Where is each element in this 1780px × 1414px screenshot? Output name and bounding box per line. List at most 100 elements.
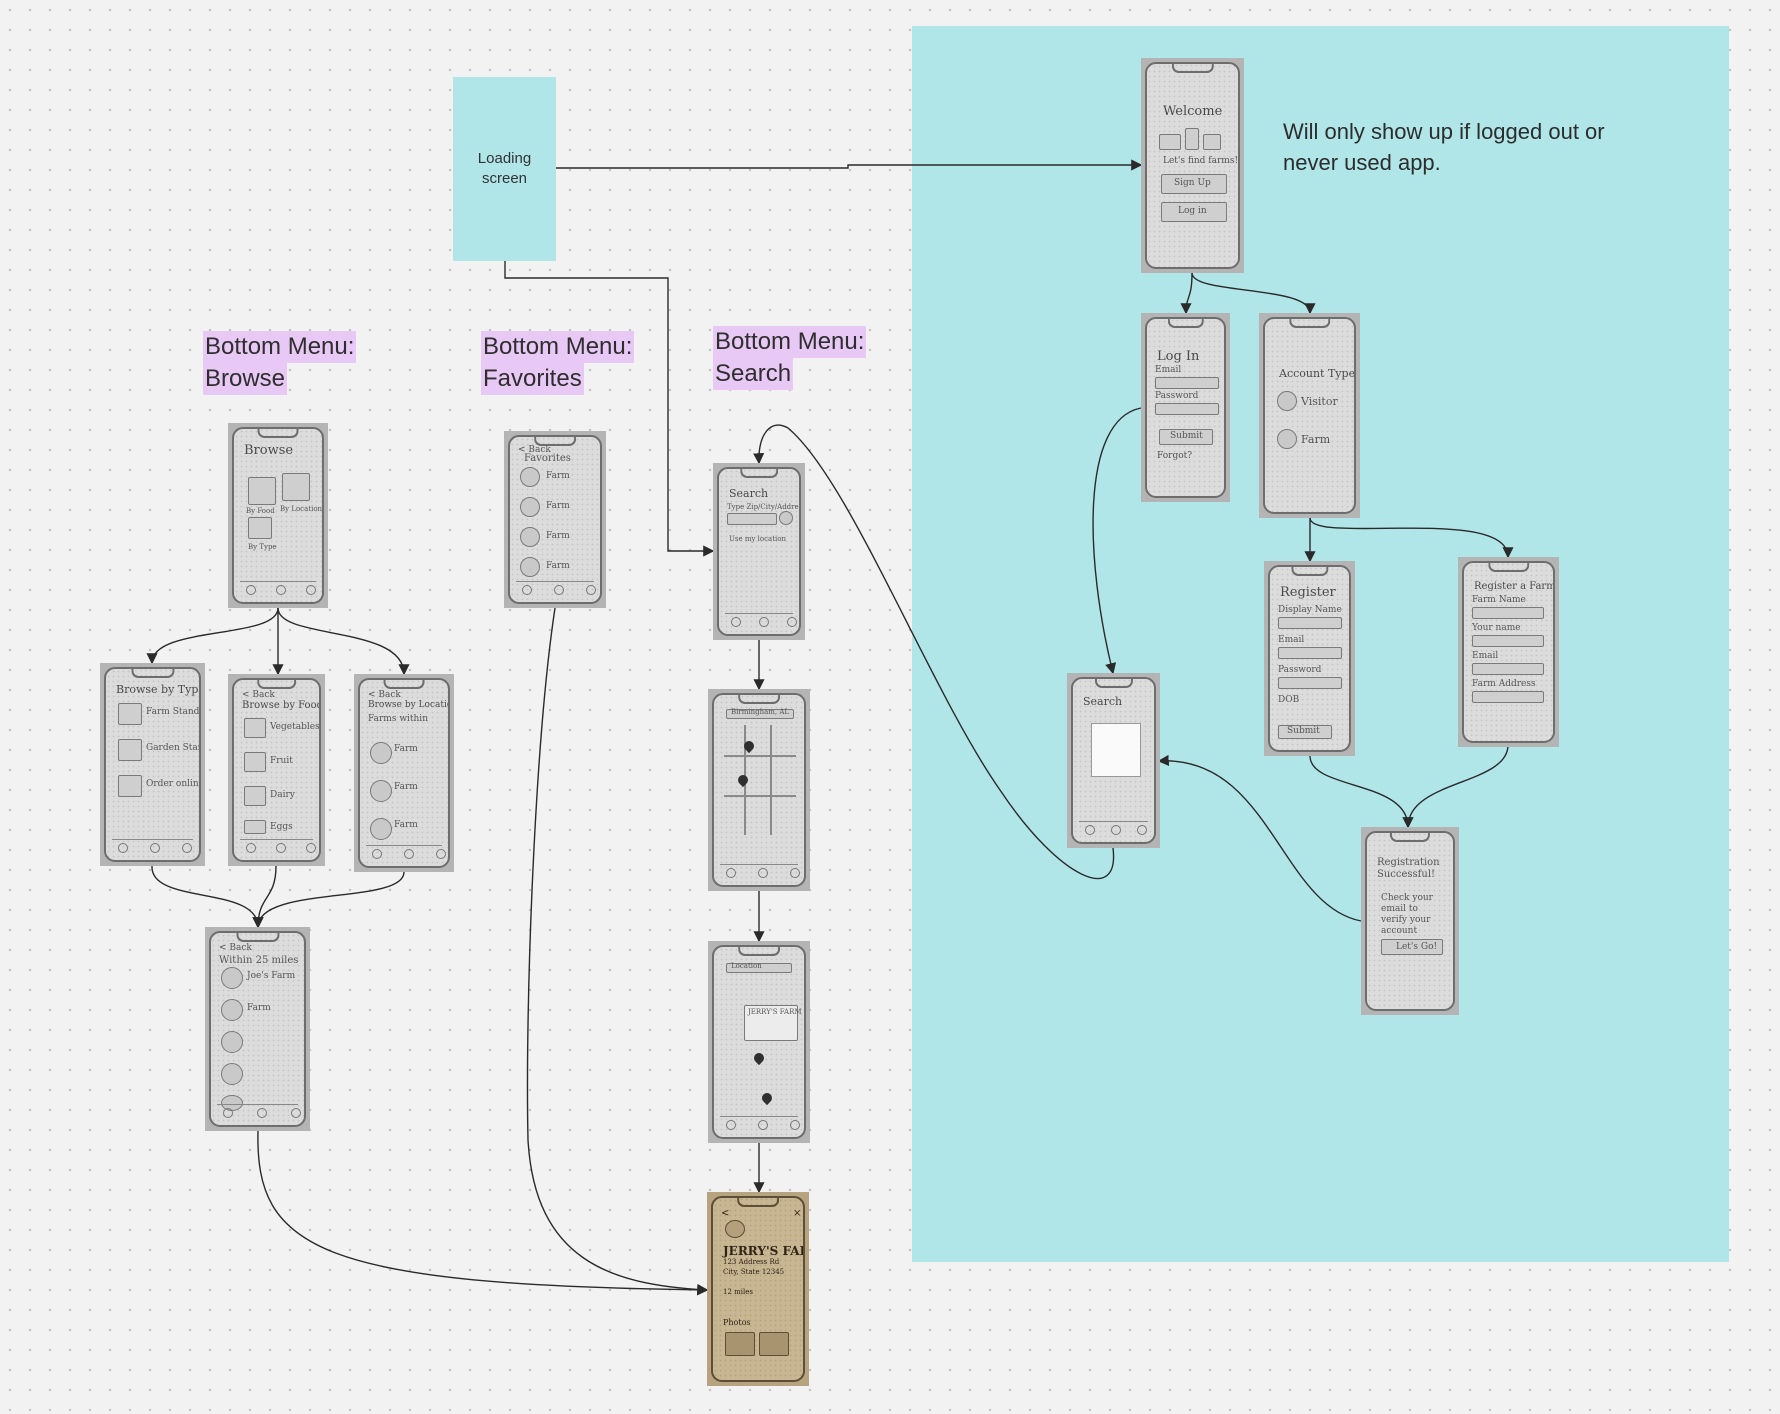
map-pin-icon[interactable]: [751, 1050, 767, 1066]
success-body: Check your email to verify your account: [1381, 893, 1433, 936]
farm-name-input[interactable]: [1472, 607, 1544, 619]
browse-by-location-tile[interactable]: [282, 473, 310, 501]
registration-success-screen[interactable]: Registration Successful! Check your emai…: [1361, 827, 1459, 1015]
map-pin-icon[interactable]: [759, 1090, 775, 1106]
search-label-line1: Bottom Menu:: [713, 326, 867, 358]
register-field1-input[interactable]: [1278, 617, 1342, 629]
farm-option[interactable]: Farm: [1301, 433, 1331, 446]
login-submit-label: Submit: [1170, 431, 1203, 441]
browse-food-back[interactable]: < Back: [242, 690, 275, 700]
browse-location-title: Browse by Location: [368, 700, 450, 710]
login-forgot-link[interactable]: Forgot?: [1157, 451, 1193, 461]
register-screen[interactable]: Register Display Name Email Password DOB…: [1264, 561, 1355, 756]
connector-success-searchpopup: [1157, 754, 1362, 922]
connector-favorites-detail: [526, 607, 709, 1296]
use-location-link[interactable]: Use my location: [729, 535, 786, 543]
browse-food-item1[interactable]: Vegetables: [270, 722, 320, 732]
browse-type-item2[interactable]: Garden Stand: [146, 743, 199, 753]
photos-heading: Photos: [723, 1318, 751, 1327]
farm-photo[interactable]: [725, 1332, 755, 1356]
farm-address: 123 Address Rd: [723, 1258, 780, 1266]
farm-photo[interactable]: [759, 1332, 789, 1356]
results-item2[interactable]: Farm: [247, 1003, 271, 1013]
browse-food-item4[interactable]: Eggs: [270, 822, 293, 832]
welcome-dialog[interactable]: [1091, 723, 1141, 777]
browse-item2: By Location: [280, 505, 323, 513]
farm-address-input[interactable]: [1472, 691, 1544, 703]
sign-up-button[interactable]: Sign Up: [1161, 174, 1227, 194]
register-title: Register: [1280, 585, 1336, 600]
favorites-item1[interactable]: Farm: [546, 471, 570, 481]
search-popup-screen[interactable]: Search: [1067, 673, 1160, 848]
farm-detail-screen[interactable]: < × JERRY'S FARM 123 Address Rd City, St…: [707, 1192, 809, 1386]
browse-location-back[interactable]: < Back: [368, 690, 401, 700]
favorites-item2[interactable]: Farm: [546, 501, 570, 511]
login-password-field[interactable]: [1155, 403, 1219, 415]
search-input[interactable]: [727, 513, 777, 525]
close-icon[interactable]: ×: [793, 1208, 802, 1219]
browse-by-type-tile[interactable]: [248, 517, 272, 539]
search-navbar: [725, 613, 797, 628]
location-item3[interactable]: Farm: [394, 820, 418, 830]
loading-screen-block[interactable]: Loading screen: [453, 77, 556, 261]
map-detail-search-bar[interactable]: Location: [726, 962, 792, 973]
your-name-input[interactable]: [1472, 635, 1544, 647]
map-screen[interactable]: Birmingham, AL: [708, 689, 810, 891]
favorites-item3[interactable]: Farm: [546, 531, 570, 541]
connector-welcome-login: [1180, 272, 1193, 315]
browse-location-navbar: [366, 845, 446, 860]
browse-food-item2[interactable]: Fruit: [270, 756, 293, 766]
favorites-screen[interactable]: < Back Favorites Farm Farm Farm Farm: [504, 431, 606, 608]
browse-location-screen[interactable]: < Back Browse by Location Farms within F…: [354, 674, 454, 872]
back-chevron-icon[interactable]: <: [721, 1208, 730, 1219]
lets-go-button[interactable]: Let's Go!: [1381, 939, 1443, 955]
farm-distance: 12 miles: [723, 1288, 753, 1296]
browse-title: Browse: [244, 443, 294, 458]
visitor-option[interactable]: Visitor: [1301, 395, 1338, 408]
connector-type-results: [151, 865, 264, 929]
farm-email-input[interactable]: [1472, 663, 1544, 675]
favorites-item4[interactable]: Farm: [546, 561, 570, 571]
favorites-back[interactable]: < Back: [518, 445, 551, 455]
connector-searchpopup-search: [753, 424, 1115, 880]
register-field3-label: Password: [1278, 665, 1322, 675]
login-email-field[interactable]: [1155, 377, 1219, 389]
connector-results-detail: [257, 1130, 709, 1296]
connector-loading-search: [504, 261, 715, 557]
register-field2-input[interactable]: [1278, 647, 1342, 659]
results-item1[interactable]: Joe's Farm: [247, 971, 296, 981]
connector-login-searchpopup: [1092, 407, 1142, 675]
map-pin-icon[interactable]: [735, 772, 751, 788]
login-screen[interactable]: Log In Email Password Submit Forgot?: [1141, 313, 1230, 502]
browse-food-item3[interactable]: Dairy: [270, 790, 295, 800]
map-search-bar[interactable]: Birmingham, AL: [726, 708, 794, 719]
search-icon[interactable]: [779, 511, 793, 525]
location-item2[interactable]: Farm: [394, 782, 418, 792]
browse-type-screen[interactable]: Browse by Type Farm Stand Garden Stand O…: [100, 663, 205, 866]
register-farm-field3: Email: [1472, 651, 1499, 661]
register-field2-label: Email: [1278, 635, 1305, 645]
browse-food-screen[interactable]: < Back Browse by Food Vegetables Fruit D…: [228, 674, 325, 866]
login-email-label: Email: [1155, 365, 1182, 375]
register-field3-input[interactable]: [1278, 677, 1342, 689]
search-screen[interactable]: Search Type Zip/City/Address Use my loca…: [713, 463, 805, 640]
results-screen[interactable]: < Back Within 25 miles Joe's Farm Farm: [205, 927, 310, 1131]
account-type-screen[interactable]: Account Type Visitor Farm: [1259, 313, 1360, 518]
browse-type-item3[interactable]: Order online: [146, 779, 201, 789]
browse-screen[interactable]: Browse By Food By Location By Type: [228, 423, 328, 608]
login-submit-button[interactable]: Submit: [1159, 429, 1213, 445]
browse-by-food-tile[interactable]: [248, 477, 276, 505]
browse-label-line1: Bottom Menu:: [203, 331, 357, 363]
welcome-screen[interactable]: Welcome Let's find farms! Sign Up Log in: [1141, 58, 1244, 273]
search-popup-navbar: [1079, 821, 1148, 836]
map-detail-screen[interactable]: Location JERRY'S FARM: [708, 941, 810, 1143]
log-in-button[interactable]: Log in: [1161, 202, 1227, 222]
results-back[interactable]: < Back: [219, 943, 252, 953]
location-item1[interactable]: Farm: [394, 744, 418, 754]
farm-callout[interactable]: JERRY'S FARM: [744, 1005, 802, 1041]
login-title: Log In: [1157, 349, 1200, 364]
browse-type-item1[interactable]: Farm Stand: [146, 707, 200, 717]
register-farm-screen[interactable]: Register a Farm Farm Name Your name Emai…: [1458, 557, 1559, 747]
register-submit-button[interactable]: Submit: [1278, 725, 1332, 739]
